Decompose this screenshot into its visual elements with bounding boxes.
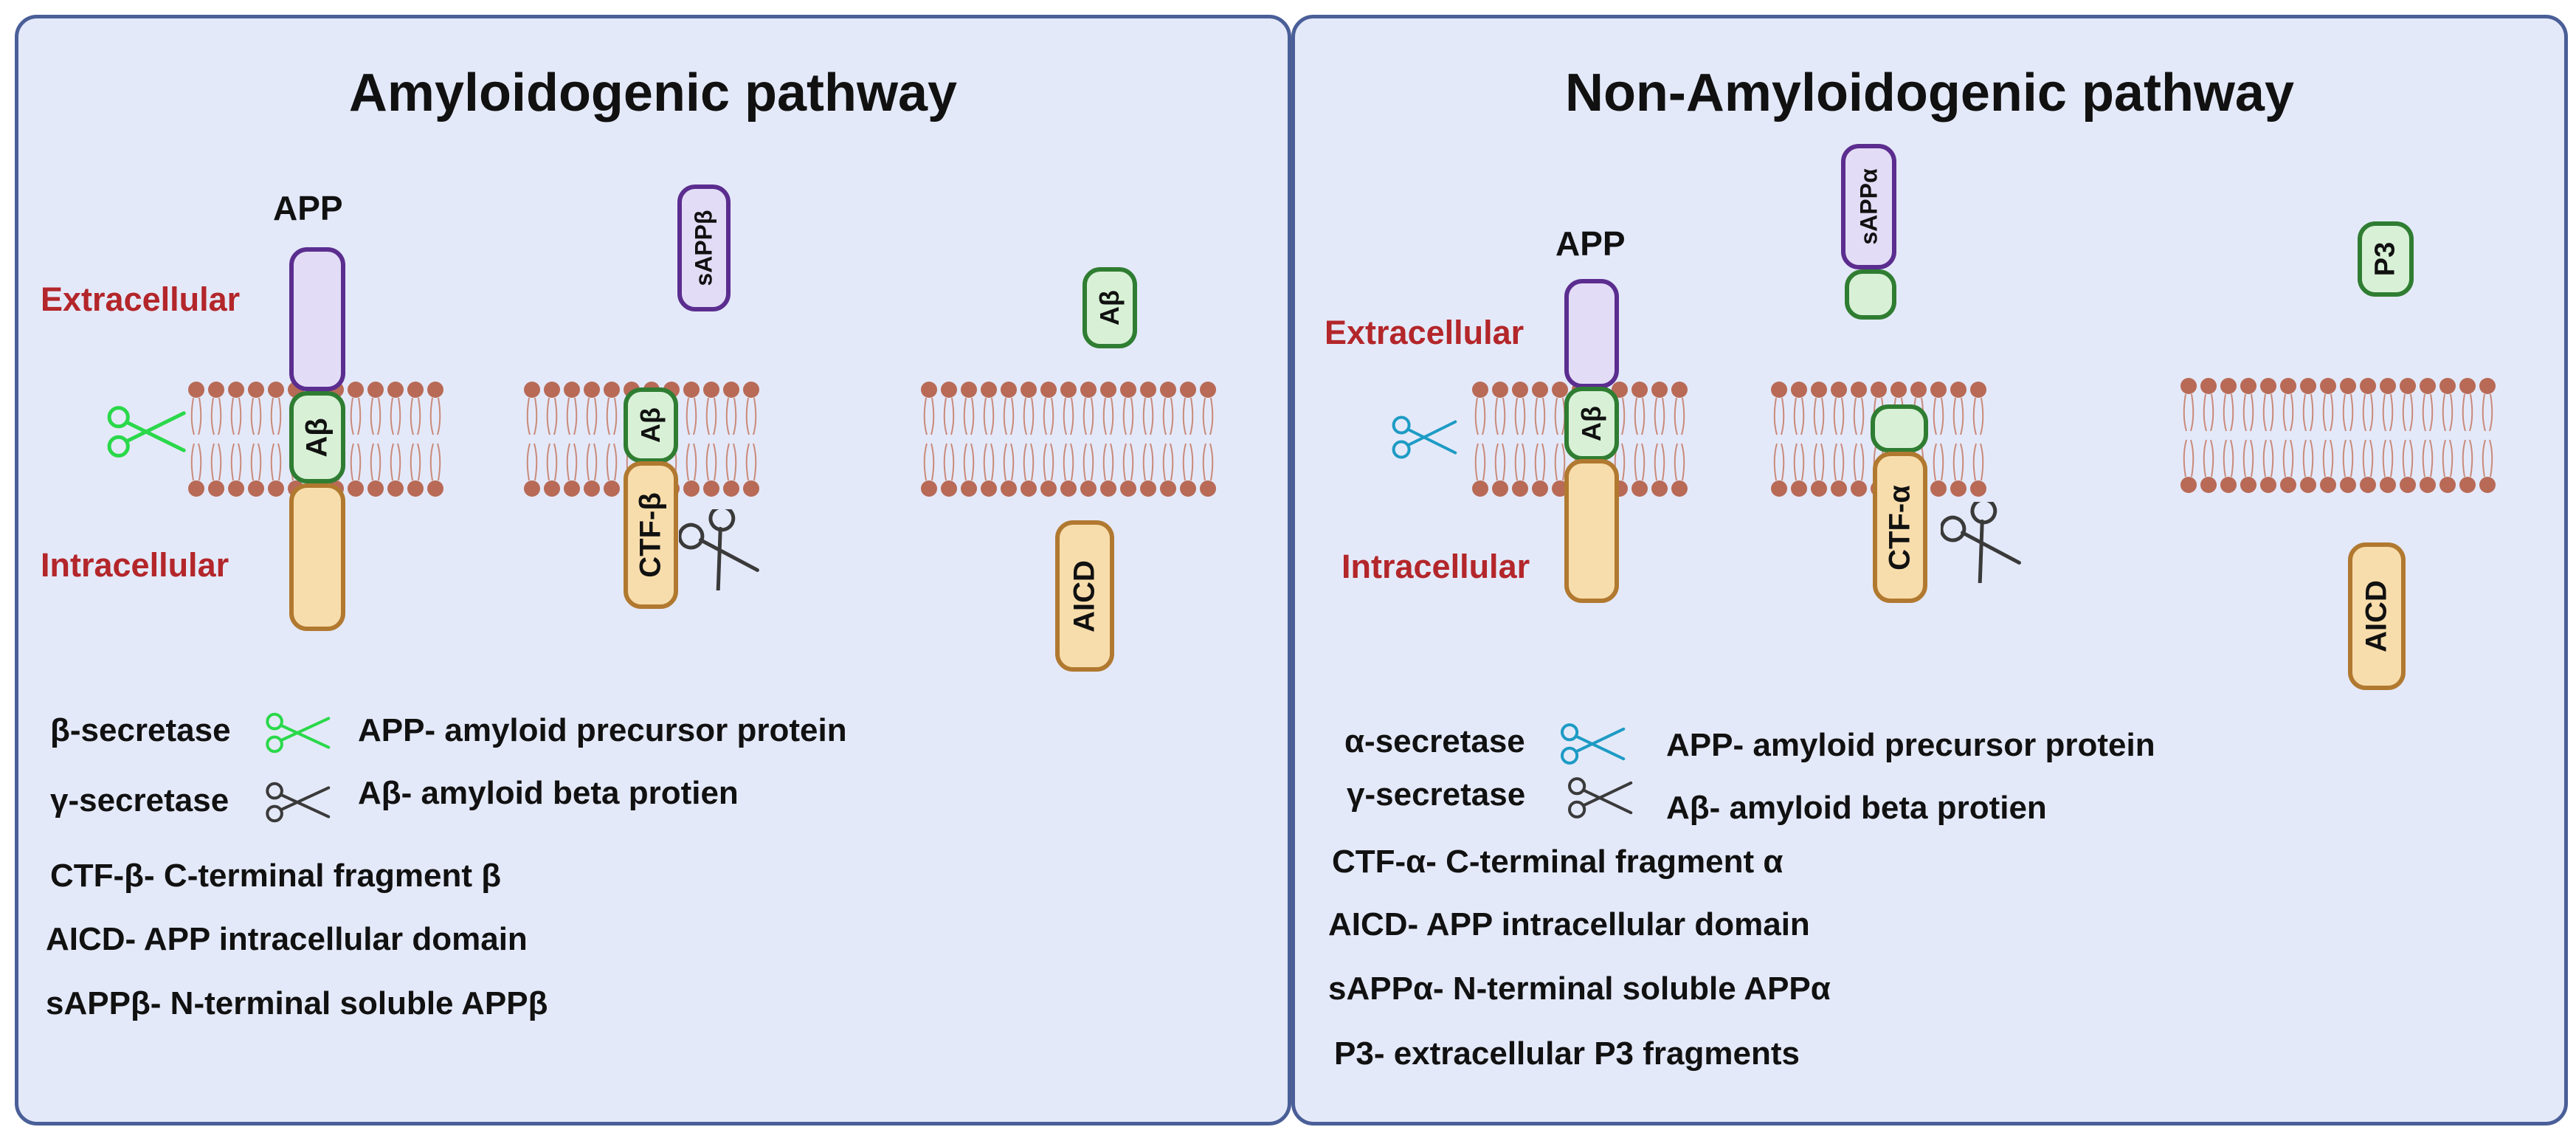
legend-sapp-definition: sAPPβ- N-terminal soluble APPβ	[46, 985, 548, 1021]
sappa-label: sAPPα	[1855, 168, 1882, 245]
aicd-fragment: AICD	[2348, 542, 2406, 690]
beta-secretase-scissors-icon	[107, 406, 186, 458]
abeta-domain: Aβ	[1564, 387, 1619, 461]
legend-abeta-definition: Aβ- amyloid beta protien	[358, 775, 739, 811]
cell-membrane	[921, 382, 1216, 497]
beta-secretase-scissors-icon	[266, 712, 331, 754]
legend-abeta-definition: Aβ- amyloid beta protien	[1666, 790, 2047, 826]
panel-title: Amyloidogenic pathway	[348, 63, 958, 123]
p3-fragment: P3	[2358, 221, 2414, 297]
ctf-beta-fragment: CTF-β	[624, 461, 678, 609]
app-label: APP	[1555, 224, 1626, 263]
app-extracellular-domain	[1564, 279, 1619, 388]
aicd-label: AICD	[1068, 559, 1101, 632]
legend-sapp-definition: sAPPα- N-terminal soluble APPα	[1328, 971, 1831, 1007]
abeta-fragment: Aβ	[1082, 267, 1137, 348]
abeta-label: Aβ	[300, 417, 334, 458]
gamma-secretase-scissors-icon	[679, 509, 759, 590]
extracellular-label: Extracellular	[1325, 314, 1524, 351]
ctf-beta-label: CTF-β	[634, 492, 667, 578]
p3-domain	[1871, 404, 1928, 452]
abeta-domain: Aβ	[289, 391, 345, 483]
legend-aicd-definition: AICD- APP intracellular domain	[1328, 906, 1810, 942]
cell-membrane	[2180, 378, 2496, 493]
legend-p3-definition: P3- extracellular P3 fragments	[1334, 1035, 1800, 1072]
app-intracellular-domain	[1564, 459, 1619, 603]
aicd-fragment: AICD	[1055, 520, 1114, 672]
app-label: APP	[273, 189, 343, 227]
app-extracellular-domain	[289, 247, 345, 391]
app-intracellular-domain	[289, 483, 345, 631]
gamma-secretase-scissors-icon	[1941, 502, 2021, 583]
sappa-fragment: sAPPα	[1841, 144, 1896, 269]
abeta-label: Aβ	[635, 407, 666, 443]
legend-ctf-definition: CTF-α- C-terminal fragment α	[1332, 844, 1783, 880]
abeta-domain: Aβ	[624, 387, 678, 463]
ctf-alpha-label: CTF-α	[1883, 484, 1916, 570]
intracellular-label: Intracellular	[1341, 548, 1530, 585]
alpha-secretase-scissors-icon	[1392, 416, 1457, 459]
alpha-secretase-scissors-icon	[1561, 723, 1626, 765]
legend-gamma-secretase: γ-secretase	[1347, 776, 1526, 813]
intracellular-label: Intracellular	[41, 546, 229, 584]
gamma-secretase-scissors-icon	[266, 782, 331, 823]
p3-label: P3	[2369, 241, 2401, 277]
gamma-secretase-scissors-icon	[1568, 777, 1633, 818]
legend-beta-secretase: β-secretase	[50, 712, 231, 748]
sappb-fragment: sAPPβ	[677, 185, 731, 311]
sappa-p3-part	[1845, 269, 1896, 320]
legend-aicd-definition: AICD- APP intracellular domain	[46, 921, 528, 957]
extracellular-label: Extracellular	[41, 280, 241, 318]
legend-app-definition: APP- amyloid precursor protein	[358, 712, 847, 748]
sappb-label: sAPPβ	[690, 210, 717, 286]
legend-gamma-secretase: γ-secretase	[50, 782, 229, 818]
legend-app-definition: APP- amyloid precursor protein	[1666, 727, 2155, 763]
abeta-label: Aβ	[1094, 290, 1125, 325]
legend-ctf-definition: CTF-β- C-terminal fragment β	[50, 858, 502, 894]
legend-alpha-secretase: α-secretase	[1344, 723, 1525, 759]
aicd-label: AICD	[2360, 580, 2393, 652]
ctf-alpha-fragment: CTF-α	[1873, 452, 1927, 603]
abeta-label: Aβ	[1576, 406, 1606, 441]
panel-title: Non-Amyloidogenic pathway	[1564, 63, 2295, 123]
